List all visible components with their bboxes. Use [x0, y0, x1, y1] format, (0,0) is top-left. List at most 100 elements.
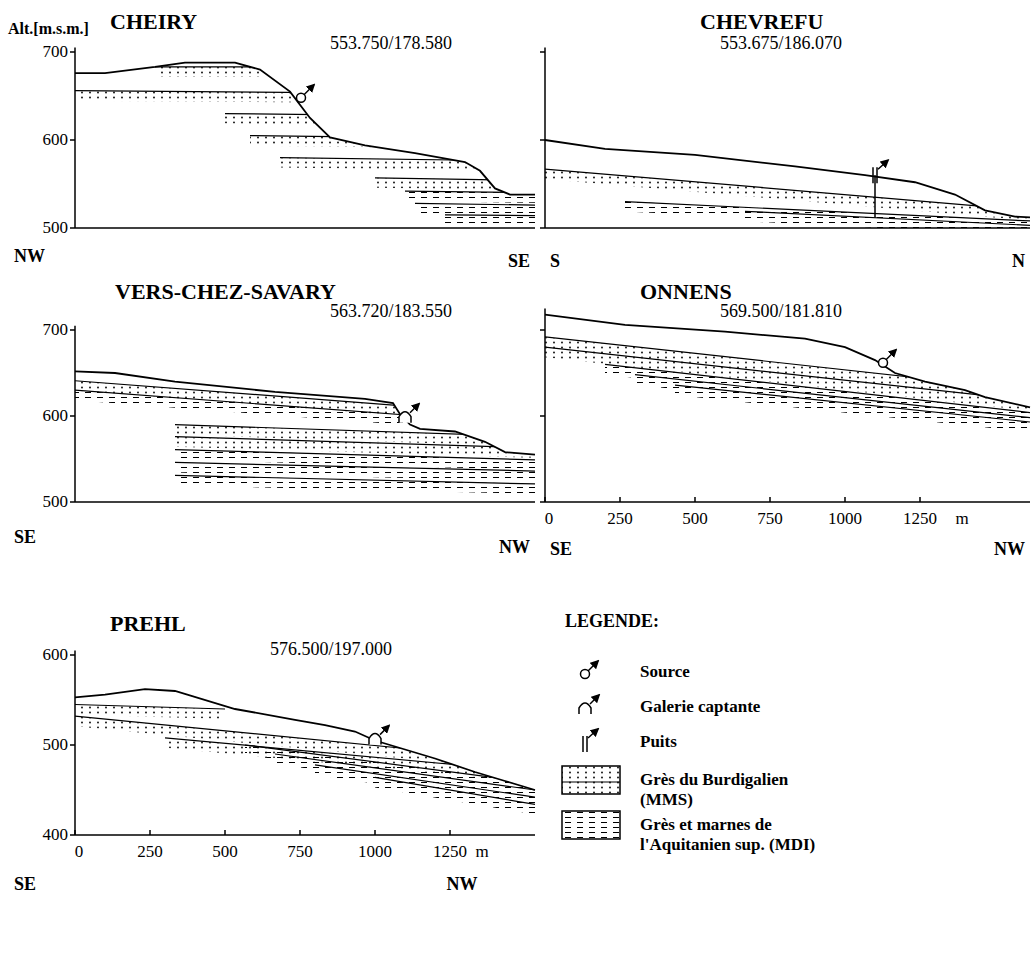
drawing-part [369, 734, 381, 745]
section-title: ONNENS [640, 280, 732, 304]
marl-band [405, 191, 535, 203]
axis-tick [70, 654, 75, 656]
bed-line [675, 385, 1030, 422]
base-axis [545, 227, 1030, 229]
orientation: NW [499, 538, 530, 558]
axis-tick [299, 830, 301, 835]
sandstone-band [375, 178, 535, 191]
source-symbol [581, 661, 599, 679]
tick-label: m [475, 843, 488, 862]
altitude-axis [74, 48, 76, 228]
source-symbol [879, 350, 897, 368]
base-axis [75, 501, 535, 503]
axis-tick [540, 415, 545, 417]
sandstone-sample [562, 766, 620, 794]
altitude-axis [544, 309, 546, 503]
legend-samples [562, 661, 620, 839]
bed-line [75, 705, 225, 710]
section-title: VERS-CHEZ-SAVARY [115, 280, 336, 304]
base-axis [545, 501, 1030, 503]
orientation: NW [994, 540, 1025, 560]
drawing-part [410, 404, 419, 413]
section-title: CHEIRY [110, 10, 197, 34]
axis-tick [70, 329, 75, 331]
drawing-part [878, 160, 888, 169]
coordinates: 553.675/186.070 [720, 34, 842, 54]
tick-label: 0 [75, 843, 84, 862]
sandstone-band [75, 705, 225, 720]
bed-line [280, 158, 535, 162]
drawing-part [872, 167, 874, 183]
sandstone-band [155, 67, 260, 77]
bed-line [375, 178, 535, 181]
bed-line [415, 203, 535, 205]
tick-label: 500 [43, 736, 69, 755]
axis-tick [694, 497, 696, 502]
orientation: SE [14, 875, 36, 895]
bed-line [545, 169, 1030, 210]
tick-label: 1000 [358, 843, 392, 862]
tick-label: 600 [43, 131, 69, 150]
marl-sample [562, 811, 620, 839]
legend-title: LEGENDE: [565, 612, 659, 632]
orientation: NW [447, 875, 478, 895]
axis-tick [70, 501, 75, 503]
tick-label: 600 [43, 646, 69, 665]
legend-text: Grès et marnes de l'Aquitanien sup. (MDI… [640, 815, 830, 854]
axis-tick [449, 830, 451, 835]
axis-tick [70, 415, 75, 417]
axis-tick [374, 830, 376, 835]
topography [75, 689, 535, 790]
marl-band [415, 203, 535, 215]
orientation: SE [508, 252, 530, 272]
axis-tick [540, 139, 545, 141]
bed-line [175, 437, 535, 448]
tick-label: 750 [287, 843, 313, 862]
sandstone-band [280, 158, 535, 172]
axis-tick [540, 51, 545, 53]
galerie-symbol [399, 404, 419, 423]
orientation: S [550, 252, 560, 272]
section-title: PREHL [110, 612, 186, 636]
bed-line [175, 462, 535, 471]
orientation: SE [14, 528, 36, 548]
galerie-symbol [369, 726, 389, 745]
legend-text: Puits [640, 732, 830, 752]
section-panel [70, 651, 535, 836]
marl-band [745, 211, 1030, 235]
altitude-axis [74, 651, 76, 836]
altitude-axis [544, 48, 546, 228]
bed-line [405, 191, 535, 193]
tick-label: 500 [43, 493, 69, 512]
drawing-part [399, 412, 411, 423]
bed-line [445, 214, 535, 216]
tick-label: 1000 [828, 510, 862, 529]
topography [545, 140, 1030, 217]
axis-tick [769, 497, 771, 502]
drawing-part [380, 726, 389, 735]
drawing-part [588, 661, 598, 671]
coordinates: 569.500/181.810 [720, 302, 842, 322]
tick-label: 500 [682, 510, 708, 529]
well-shaft [874, 175, 876, 217]
section-panel [540, 309, 1030, 503]
drawing-part [590, 695, 599, 704]
orientation: NW [14, 247, 45, 267]
base-axis [75, 834, 535, 836]
axis-tick [70, 51, 75, 53]
strata [545, 337, 1030, 432]
axis-tick [544, 497, 546, 502]
tick-label: 500 [43, 219, 69, 238]
coordinates: 563.720/183.550 [330, 302, 452, 322]
bed-line [225, 114, 535, 118]
tick-label: 250 [607, 510, 633, 529]
coordinates: 553.750/178.580 [330, 34, 452, 54]
axis-tick [844, 497, 846, 502]
legend-text: Source [640, 662, 830, 682]
tick-label: 700 [43, 321, 69, 340]
legend-text: Grès du Burdigalien (MMS) [640, 770, 830, 809]
bed-line [155, 66, 260, 67]
drawing-part [562, 766, 620, 794]
